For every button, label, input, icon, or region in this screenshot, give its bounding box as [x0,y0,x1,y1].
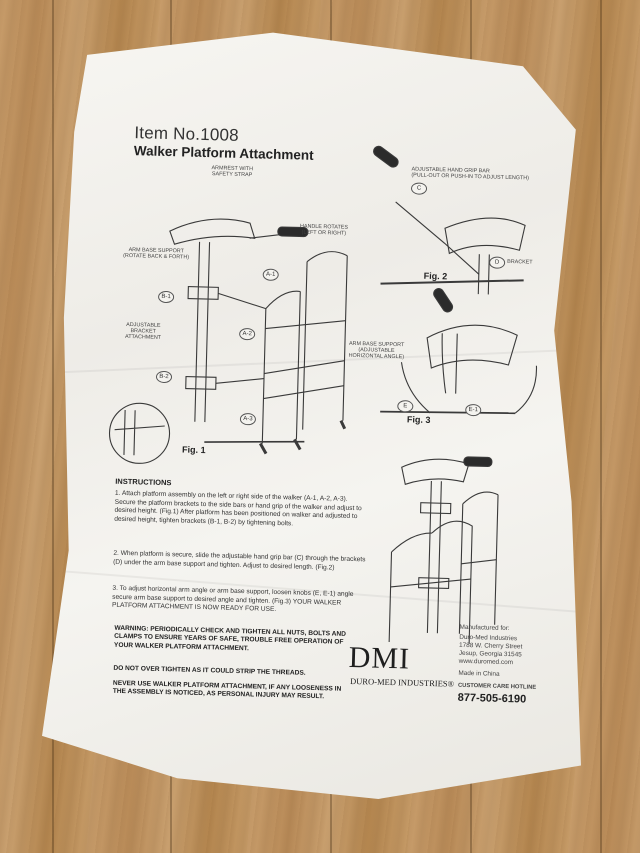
grip-bar [394,202,481,274]
assembly-drawings [35,23,600,812]
walker-frame-front [262,290,300,444]
adjustable-bracket-label: ADJUSTABLE BRACKET ATTACHMENT [124,321,162,342]
arm-base-support-label: ARM BASE SUPPORT (ROTATE BACK & FORTH) [123,246,190,261]
made-in-label: Made in China [458,669,500,678]
fig2-hand-grip [372,144,400,169]
instructions-heading: INSTRUCTIONS [115,476,172,488]
hotline-phone: 877-505-6190 [457,691,527,706]
arm-base-angle-label: ARM BASE SUPPORT (ADJUSTABLE HORIZONTAL … [348,340,405,361]
manufactured-for-label: Manufactured for: [459,623,510,633]
bracket-label: BRACKET [507,258,533,266]
fig3-hand-grip [432,287,455,314]
fig3-label: Fig. 3 [406,414,431,425]
handle-rotates-label: HANDLE ROTATES (LEFT OR RIGHT) [299,223,349,237]
floor-seam [600,0,602,853]
instruction-step-1: 1. Attach platform assembly on the left … [114,489,362,528]
hand-grip [278,227,308,237]
detail-circle [109,403,171,465]
floor-seam [52,0,54,853]
dmi-logo: DMI [348,640,411,676]
armrest-label: ARMREST WITH SAFETY STRAP [211,165,254,179]
armrest-platform [169,218,255,247]
walker-frame-back [303,251,348,431]
manufacturer-line: www.duromed.com [458,657,514,667]
instruction-sheet: Item No.1008 Walker Platform Attachment [35,23,600,812]
fig1-label: Fig. 1 [181,444,206,456]
fig2-label: Fig. 2 [423,270,448,282]
fig4-hand-grip [464,457,492,467]
